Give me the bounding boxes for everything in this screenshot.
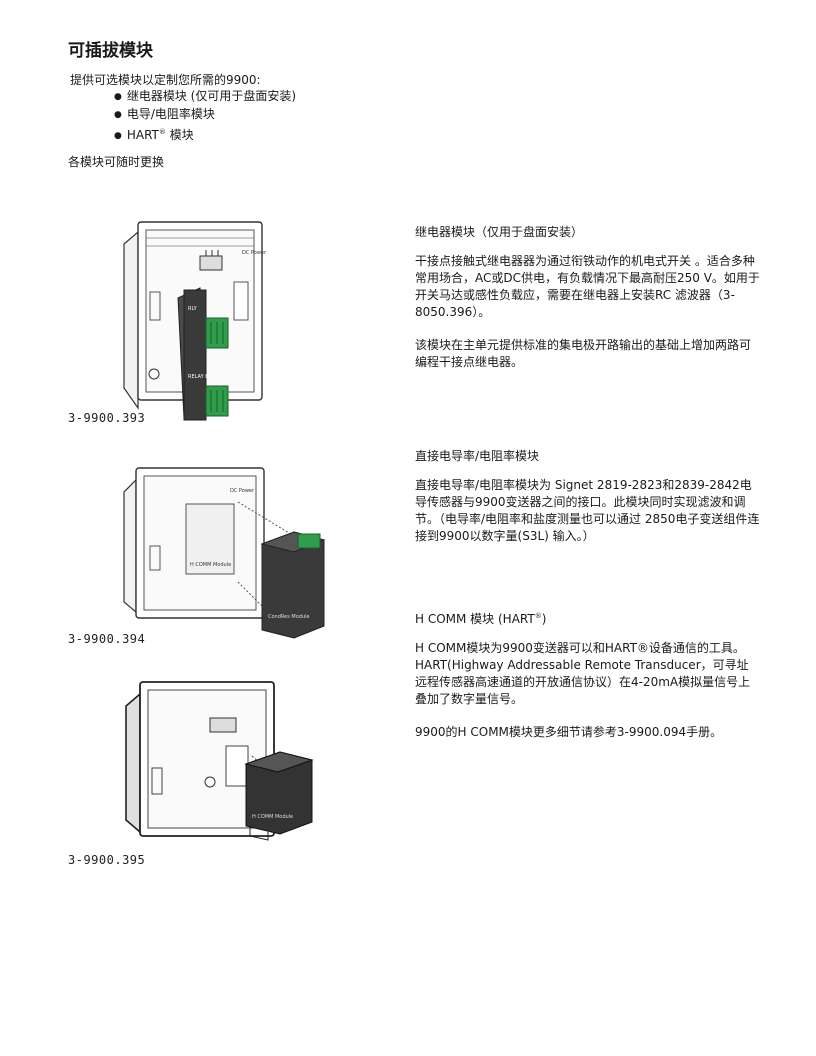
conductivity-section: 直接电导率/电阻率模块 直接电导率/电阻率模块为 Signet 2819-282… <box>415 448 760 561</box>
swap-note: 各模块可随时更换 <box>68 155 165 169</box>
conductivity-module-figure: DC Power H COMM Module CondRes Module <box>123 467 326 639</box>
relay-heading: 继电器模块（仅用于盘面安装） <box>415 225 584 239</box>
hcomm-heading: H COMM 模块 (HART®) <box>415 612 547 626</box>
relay-tag-label: RELAY B <box>188 374 209 380</box>
hcomm-paragraph-1: H COMM模块为9900变送器可以和HART®设备通信的工具。HART(Hig… <box>415 641 751 706</box>
relay-paragraph-2: 该模块在主单元提供标准的集电极开路输出的基础上增加两路可编程干接点继电器。 <box>415 338 752 369</box>
figure-caption-395: 3-9900.395 <box>68 853 146 867</box>
conductivity-paragraph: 直接电导率/电阻率模块为 Signet 2819-2823和2839-2842电… <box>415 478 760 543</box>
intro-text: 提供可选模块以定制您所需的9900: <box>70 73 261 87</box>
hcomm-paragraph-2: 9900的H COMM模块更多细节请参考3-9900.094手册。 <box>415 725 723 739</box>
list-item: 电导/电阻率模块 <box>114 106 296 124</box>
list-item: 继电器模块 (仅可用于盘面安装) <box>114 88 296 106</box>
hcomm-section: H COMM 模块 (HART®) H COMM模块为9900变送器可以和HAR… <box>415 608 760 757</box>
card-label: CondRes Module <box>268 614 310 620</box>
module-tag-label: RLY <box>188 306 198 312</box>
relay-section: 继电器模块（仅用于盘面安装） 干接点接触式继电器器为通过衔铁动作的机电式开关 。… <box>415 224 760 387</box>
list-item: HART® 模块 <box>114 124 296 145</box>
relay-paragraph-1: 干接点接触式继电器器为通过衔铁动作的机电式开关 。适合多种常用场合，AC或DC供… <box>415 254 760 319</box>
figure-caption-393: 3-9900.393 <box>68 411 146 425</box>
hcomm-module-figure: H COMM Module <box>125 681 314 841</box>
board-header-label: DC Power <box>242 250 267 256</box>
module-label: H COMM Module <box>190 562 231 568</box>
conductivity-heading: 直接电导率/电阻率模块 <box>415 449 540 463</box>
hcomm-module-label: H COMM Module <box>252 814 293 820</box>
board-header-label: DC Power <box>230 488 255 494</box>
page-title: 可插拔模块 <box>68 41 153 61</box>
figure-caption-394: 3-9900.394 <box>68 632 146 646</box>
relay-module-figure: DC Power RELAY B RLY <box>123 221 267 421</box>
module-list: 继电器模块 (仅可用于盘面安装) 电导/电阻率模块 HART® 模块 <box>114 88 296 145</box>
